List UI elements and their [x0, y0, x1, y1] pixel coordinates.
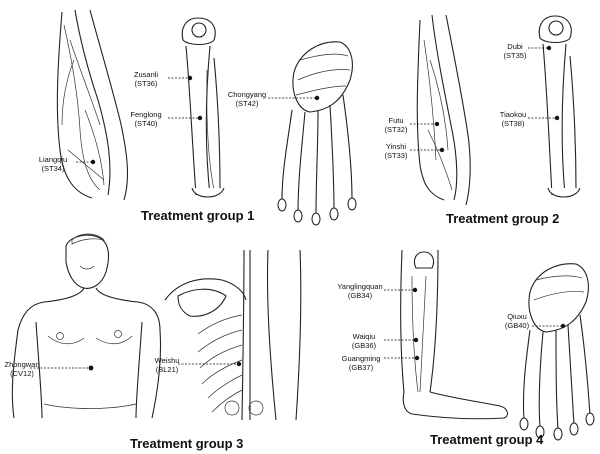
- acupoint-code: (CV12): [2, 369, 42, 378]
- acupoint-code: (ST35): [500, 51, 530, 60]
- acupoint-label-qiuxu: Qiuxu (GB40): [500, 312, 534, 330]
- acupoint-code: (GB36): [342, 341, 386, 350]
- acupoint-label-zhongwan: Zhongwan (CV12): [2, 360, 42, 378]
- acupoint-code: (GB34): [332, 291, 388, 300]
- acupoint-code: (ST33): [380, 151, 412, 160]
- acupoint-marker-zusanli: [168, 76, 192, 80]
- acupoint-code: (ST40): [124, 119, 168, 128]
- acupoint-code: (ST34): [30, 164, 76, 173]
- acupoint-label-tiaokou: Tiaokou (ST38): [496, 110, 530, 128]
- acupoint-code: (ST36): [124, 79, 168, 88]
- thigh-muscle-drawing-g2: [417, 15, 470, 205]
- group-title-2: Treatment group 2: [446, 211, 559, 226]
- lower-leg-drawing-g4: [401, 250, 508, 419]
- acupoint-label-dubi: Dubi (ST35): [500, 42, 530, 60]
- leg-bones-drawing-g1: [182, 18, 224, 197]
- acupoint-label-guangming: Guangming (GB37): [336, 354, 386, 372]
- acupoint-marker-yinshi: [410, 148, 444, 152]
- acupoint-label-yanglingquan: Yanglingquan (GB34): [332, 282, 388, 300]
- acupoint-label-waiqiu: Waiqiu (GB36): [342, 332, 386, 350]
- acupoint-code: (GB37): [336, 363, 386, 372]
- acupoint-name: Liangqiu: [30, 155, 76, 164]
- acupoint-label-yinshi: Yinshi (ST33): [380, 142, 412, 160]
- acupoint-code: (BL21): [150, 365, 184, 374]
- acupoint-label-zusanli: Zusanli (ST36): [124, 70, 168, 88]
- group-title-3: Treatment group 3: [130, 436, 243, 451]
- acupoint-marker-futu: [410, 122, 439, 126]
- acupoint-name: Waiqiu: [342, 332, 386, 341]
- foot-bones-drawing-g1: [278, 42, 356, 225]
- acupoint-marker-liangqiu: [76, 160, 95, 164]
- acupoint-marker-weishu: [178, 362, 241, 366]
- acupoint-label-futu: Futu (ST32): [380, 116, 412, 134]
- acupoint-name: Zusanli: [124, 70, 168, 79]
- torso-front-drawing: [12, 234, 160, 418]
- acupoint-name: Qiuxu: [500, 312, 534, 321]
- group-title-4: Treatment group 4: [430, 432, 543, 447]
- acupoint-name: Weishu: [150, 356, 184, 365]
- acupoint-name: Dubi: [500, 42, 530, 51]
- acupoint-name: Guangming: [336, 354, 386, 363]
- acupoint-label-weishu: Weishu (BL21): [150, 356, 184, 374]
- acupoint-name: Chongyang: [224, 90, 270, 99]
- acupoint-marker-fenglong: [168, 116, 202, 120]
- acupoint-label-fenglong: Fenglong (ST40): [124, 110, 168, 128]
- acupoint-name: Futu: [380, 116, 412, 125]
- acupoint-name: Tiaokou: [496, 110, 530, 119]
- acupoint-code: (GB40): [500, 321, 534, 330]
- acupoint-name: Zhongwan: [2, 360, 42, 369]
- back-ribs-drawing: [165, 250, 301, 420]
- acupoint-code: (ST38): [496, 119, 530, 128]
- acupoint-label-chongyang: Chongyang (ST42): [224, 90, 270, 108]
- acupoint-name: Fenglong: [124, 110, 168, 119]
- foot-bones-drawing-g4: [520, 264, 594, 440]
- acupoint-name: Yanglingquan: [332, 282, 388, 291]
- leg-bones-drawing-g2: [539, 16, 580, 197]
- acupoint-code: (ST42): [224, 99, 270, 108]
- acupoint-marker-tiaokou: [528, 116, 559, 120]
- group-title-1: Treatment group 1: [141, 208, 254, 223]
- acupoint-label-liangqiu: Liangqiu (ST34): [30, 155, 76, 173]
- acupoint-marker-dubi: [528, 46, 551, 50]
- acupoint-code: (ST32): [380, 125, 412, 134]
- acupoint-name: Yinshi: [380, 142, 412, 151]
